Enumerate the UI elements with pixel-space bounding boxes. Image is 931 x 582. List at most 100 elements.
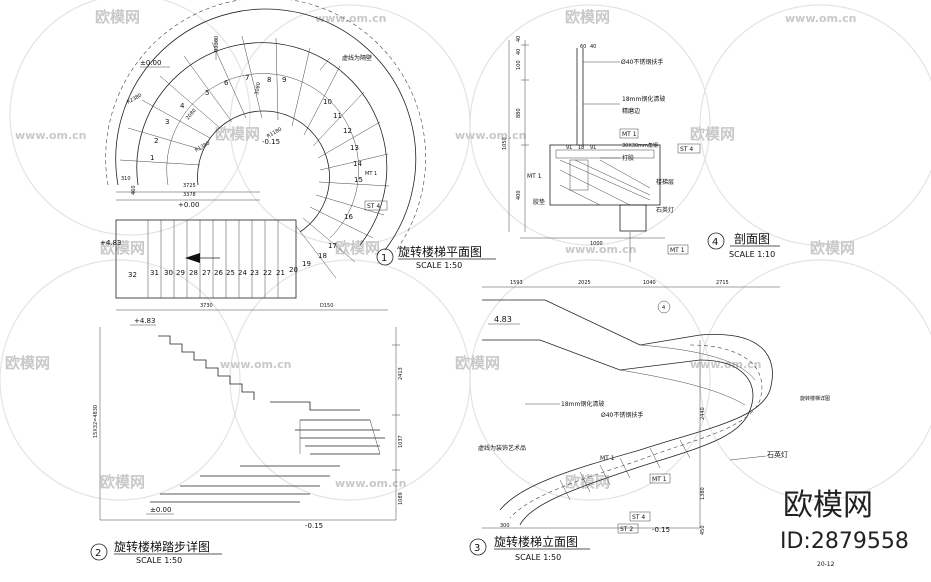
- watermark-url: www.om.cn: [455, 129, 527, 142]
- svg-text:880: 880: [516, 108, 522, 118]
- svg-text:17: 17: [328, 242, 337, 250]
- svg-text:27: 27: [202, 269, 211, 277]
- svg-text:精磨边: 精磨边: [622, 107, 640, 115]
- svg-text:15X32=4830: 15X32=4830: [93, 405, 99, 438]
- brand-logo: 欧模网: [783, 488, 873, 523]
- material-tag: ST 4: [367, 203, 380, 210]
- svg-text:6: 6: [224, 79, 229, 87]
- watermark-url: www.om.cn: [565, 243, 637, 256]
- svg-text:旋转楼梯详图: 旋转楼梯详图: [800, 395, 830, 402]
- material-tag: MT 1: [600, 455, 615, 462]
- model-id: ID:2879558: [780, 529, 909, 554]
- svg-text:3378: 3378: [183, 192, 196, 198]
- svg-text:460: 460: [131, 185, 137, 195]
- svg-text:5: 5: [205, 89, 209, 97]
- svg-text:+0.00: +0.00: [178, 201, 199, 209]
- svg-text:4: 4: [662, 305, 665, 311]
- svg-text:24: 24: [238, 269, 247, 277]
- view-title: 剖面图: [734, 232, 770, 246]
- svg-text:29: 29: [176, 269, 185, 277]
- svg-text:1040: 1040: [643, 280, 656, 286]
- svg-text:20: 20: [289, 266, 298, 274]
- section-view: 40 100 40 880 1050 400 60 40 91 18 91 Ø4…: [502, 36, 780, 262]
- view-number: 3: [474, 543, 480, 554]
- svg-text:18mm钢化清玻: 18mm钢化清玻: [622, 95, 665, 103]
- view-number: 2: [95, 548, 101, 559]
- svg-text:Ø40不锈钢扶手: Ø40不锈钢扶手: [621, 58, 663, 66]
- svg-text:25: 25: [226, 269, 235, 277]
- svg-text:+4.83: +4.83: [100, 239, 121, 247]
- svg-text:1089: 1089: [398, 492, 404, 505]
- watermark-logo: 欧模网: [100, 239, 145, 257]
- svg-text:60: 60: [580, 44, 586, 50]
- svg-text:310: 310: [121, 176, 131, 182]
- svg-text:±0.00: ±0.00: [140, 59, 161, 67]
- watermark-logo: 欧模网: [455, 354, 500, 372]
- svg-text:18: 18: [318, 252, 327, 260]
- svg-text:22: 22: [263, 269, 272, 277]
- svg-text:3730: 3730: [200, 303, 213, 309]
- svg-text:19: 19: [302, 260, 311, 268]
- watermark-logo: 欧模网: [335, 239, 380, 257]
- svg-text:15: 15: [354, 176, 363, 184]
- watermark-url: www.om.cn: [315, 12, 387, 25]
- svg-text:1037: 1037: [398, 435, 404, 448]
- svg-text:18mm钢化清玻: 18mm钢化清玻: [561, 400, 604, 408]
- svg-text:26: 26: [214, 269, 223, 277]
- svg-text:28: 28: [189, 269, 198, 277]
- sheet-number: 20-12: [817, 561, 835, 568]
- svg-text:D150: D150: [320, 303, 333, 309]
- svg-text:胶垫: 胶垫: [533, 198, 545, 206]
- svg-text:40: 40: [590, 44, 596, 50]
- svg-text:10: 10: [323, 98, 332, 106]
- view-scale: SCALE 1:50: [416, 261, 462, 270]
- svg-text:1000: 1000: [590, 241, 603, 247]
- watermark-logo: 欧模网: [690, 125, 735, 143]
- plan-view: 1 2 3 4 5 6 7 8 9 10 11 12 13 14 15 16 1…: [100, 0, 496, 311]
- svg-text:R3380: R3380: [214, 36, 220, 52]
- svg-text:4: 4: [180, 102, 185, 110]
- svg-text:±0.00: ±0.00: [150, 506, 171, 514]
- svg-text:11: 11: [333, 112, 342, 120]
- material-tag: ST 4: [632, 514, 645, 521]
- svg-text:石英灯: 石英灯: [767, 450, 788, 459]
- material-tag: MT 1: [622, 131, 637, 138]
- watermark-pattern: 欧模网 www.om.cn 欧模网 www.om.cn 欧模网 www.om.c…: [0, 0, 931, 501]
- svg-text:2080: 2080: [185, 108, 198, 122]
- svg-text:16: 16: [344, 213, 353, 221]
- svg-text:4.83: 4.83: [494, 315, 512, 324]
- view-scale: SCALE 1:50: [515, 553, 561, 562]
- material-tag: MT 1: [365, 171, 377, 177]
- svg-text:打胶: 打胶: [622, 154, 634, 162]
- watermark-url: www.om.cn: [335, 477, 407, 490]
- svg-text:7: 7: [245, 74, 249, 82]
- svg-text:8: 8: [267, 76, 271, 84]
- svg-text:楼梯层: 楼梯层: [656, 178, 674, 186]
- material-tag: MT 1: [527, 173, 542, 180]
- svg-text:-0.15: -0.15: [262, 138, 280, 146]
- svg-text:23: 23: [250, 269, 259, 277]
- svg-text:12: 12: [343, 127, 352, 135]
- svg-text:2: 2: [154, 137, 158, 145]
- svg-text:1: 1: [150, 154, 154, 162]
- svg-text:2715: 2715: [716, 280, 729, 286]
- material-tag: MT 1: [670, 247, 685, 254]
- brand-block: 欧模网 ID:2879558 20-12: [780, 488, 909, 568]
- view-number: 4: [712, 237, 718, 248]
- svg-text:91: 91: [590, 145, 596, 151]
- svg-text:1050: 1050: [502, 137, 508, 150]
- svg-text:2025: 2025: [578, 280, 591, 286]
- svg-text:40: 40: [516, 49, 522, 55]
- svg-text:+4.83: +4.83: [134, 317, 155, 325]
- watermark-url: www.om.cn: [785, 12, 857, 25]
- svg-text:3725: 3725: [183, 183, 196, 189]
- view-number: 1: [381, 253, 387, 264]
- svg-text:虚线为装饰艺术品: 虚线为装饰艺术品: [478, 444, 526, 452]
- svg-text:100: 100: [516, 60, 522, 70]
- watermark-logo: 欧模网: [5, 354, 50, 372]
- svg-text:18: 18: [578, 145, 584, 151]
- watermark-url: www.om.cn: [15, 129, 87, 142]
- watermark-logo: 欧模网: [95, 8, 140, 26]
- svg-text:21: 21: [276, 269, 285, 277]
- svg-text:R2380: R2380: [126, 92, 143, 105]
